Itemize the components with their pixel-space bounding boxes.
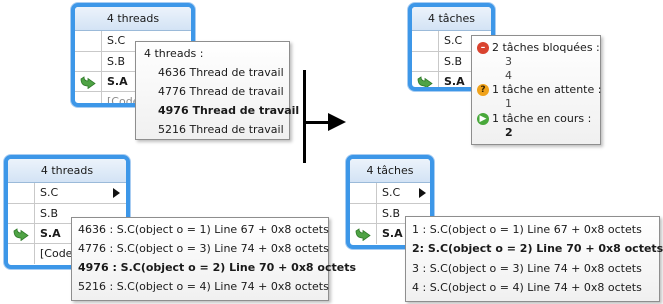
frame-row-code[interactable]: [Code <box>75 91 191 107</box>
tooltip-item: 4776 Thread de travail <box>158 85 284 98</box>
green-arrow-icon <box>13 228 29 241</box>
frame-label: S.A <box>107 75 128 88</box>
tooltip-item: 1 : S.C(object o = 1) Line 67 + 0x8 octe… <box>412 223 642 236</box>
frame-row-sc[interactable]: S.C <box>75 31 191 51</box>
frame-row-sc[interactable]: S.C <box>8 183 126 203</box>
expand-triangle-icon[interactable] <box>419 188 426 198</box>
tooltip-item: 5216 : S.C(object o = 4) Line 74 + 0x8 o… <box>78 280 329 293</box>
frame-row-sb[interactable]: S.B <box>350 203 430 224</box>
node-header: 4 threads <box>75 7 191 31</box>
task-status-tooltip: – 2 tâches bloquées : 3 4 ? 1 tâche en a… <box>471 35 601 145</box>
green-arrow-icon <box>417 76 433 87</box>
frame-row-sa[interactable]: S.A <box>412 71 491 88</box>
frame-label: S.C <box>444 34 463 47</box>
node-header: 4 tâches <box>412 7 491 31</box>
running-icon: ▶ <box>477 113 489 125</box>
tooltip-item: 4636 : S.C(object o = 1) Line 67 + 0x8 o… <box>78 223 329 236</box>
task-frames-tooltip: 1 : S.C(object o = 1) Line 67 + 0x8 octe… <box>405 216 663 302</box>
node-header: 4 threads <box>8 159 126 183</box>
frame-label: S.B <box>444 55 463 68</box>
task-id: 3 <box>505 55 512 68</box>
tooltip-item: 2: S.C(object o = 2) Line 70 + 0x8 octet… <box>412 242 663 255</box>
expand-triangle-icon[interactable] <box>113 188 120 198</box>
task-id: 4 <box>505 69 512 82</box>
task-id: 1 <box>505 97 512 110</box>
frame-label: S.C <box>40 186 59 199</box>
node-header: 4 tâches <box>350 159 430 183</box>
frame-label: S.B <box>382 207 401 220</box>
green-arrow-icon <box>355 228 371 241</box>
frame-row-sa[interactable]: S.A <box>75 71 191 92</box>
frame-label: [Code <box>40 247 73 260</box>
tooltip-item: 5216 Thread de travail <box>158 123 284 136</box>
frame-label: S.B <box>107 55 126 68</box>
frame-label: S.A <box>444 75 465 88</box>
frame-label: S.B <box>40 207 59 220</box>
frame-row-sb[interactable]: S.B <box>8 203 126 224</box>
thread-tooltip: 4 threads : 4636 Thread de travail 4776 … <box>135 41 299 140</box>
waiting-icon: ? <box>477 84 489 96</box>
threads-node-bottom[interactable]: 4 threads S.C S.B S.A [Code <box>4 155 130 269</box>
frame-row-sa[interactable]: S.A <box>8 223 126 244</box>
tooltip-item: 4 : S.C(object o = 4) Line 74 + 0x8 octe… <box>412 281 642 294</box>
waiting-label: 1 tâche en attente : <box>492 83 602 96</box>
frame-row-sc[interactable]: S.C <box>350 183 430 203</box>
frame-row-sb[interactable]: S.B <box>412 51 491 72</box>
frame-label: [Code <box>107 95 140 107</box>
green-arrow-icon <box>80 76 96 89</box>
frame-row-sc[interactable]: S.C <box>412 31 491 51</box>
frame-label: S.C <box>382 186 401 199</box>
frame-label: S.A <box>40 227 61 240</box>
frame-label: S.C <box>107 34 126 47</box>
thread-frames-tooltip: 4636 : S.C(object o = 1) Line 67 + 0x8 o… <box>71 217 356 301</box>
blocked-icon: – <box>477 42 489 54</box>
frame-row-sa[interactable]: S.A <box>350 223 430 244</box>
task-id: 2 <box>505 126 513 139</box>
tooltip-title: 4 threads : <box>144 47 204 60</box>
tooltip-item: 4636 Thread de travail <box>158 66 284 79</box>
tooltip-item: 3 : S.C(object o = 3) Line 74 + 0x8 octe… <box>412 262 642 275</box>
frame-row-code[interactable]: [Code <box>8 243 126 264</box>
running-label: 1 tâche en cours : <box>492 112 592 125</box>
frame-label: S.A <box>382 227 403 240</box>
tooltip-item: 4976 Thread de travail <box>158 104 300 117</box>
blocked-label: 2 tâches bloquées : <box>492 41 600 54</box>
tooltip-item: 4976 : S.C(object o = 2) Line 70 + 0x8 o… <box>78 261 357 274</box>
tooltip-item: 4776 : S.C(object o = 3) Line 74 + 0x8 o… <box>78 242 329 255</box>
frame-row-sb[interactable]: S.B <box>75 51 191 72</box>
